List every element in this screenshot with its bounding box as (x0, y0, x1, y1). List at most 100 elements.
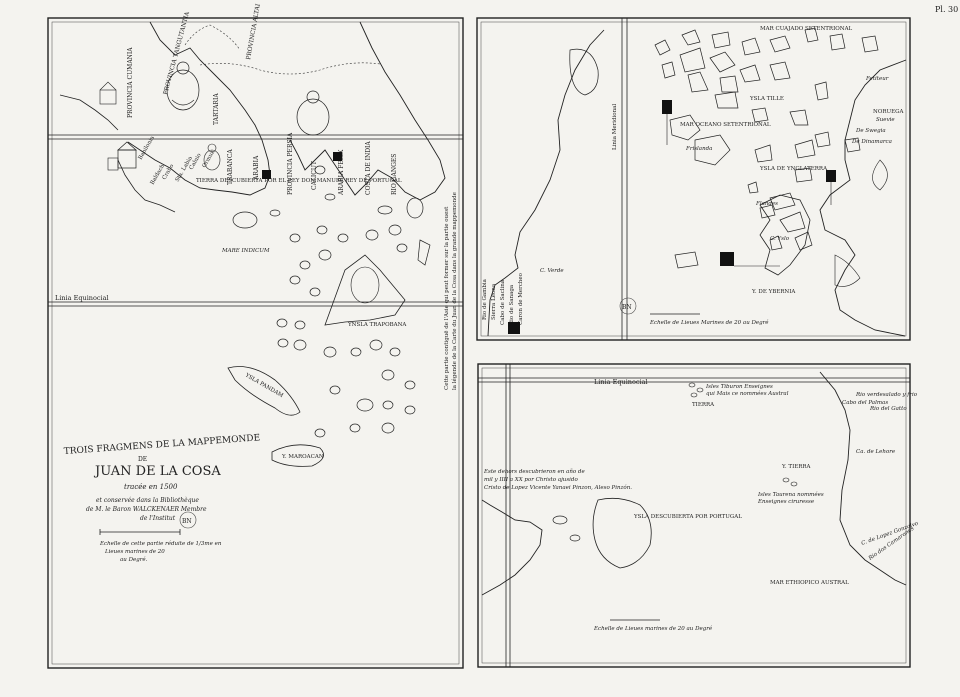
label-costa-india: COSTA DE INDIA (365, 141, 372, 195)
label-mar-congelado: MAR CUAJADO SETENTRIONAL (760, 26, 853, 32)
label-trapobana: YNSLA TRAPOBANA (347, 322, 407, 328)
label-arabia: ARABIA (253, 155, 260, 181)
flag-5 (826, 170, 836, 182)
vertical-note-2: la légende de la Carte du Juan de la Cos… (451, 192, 458, 390)
left-note-3: Cristo de Lopez Vicente Yanaei Pinzon, A… (484, 484, 632, 491)
flag-4 (662, 100, 672, 114)
portugal-island (592, 497, 652, 569)
label-descubierta: YSLA DESCUBIERTA POR PORTUGAL (633, 514, 742, 520)
label-gambia: Rio de Gambia (482, 278, 488, 320)
england-island (759, 194, 811, 276)
svg-text:C. Yslo: C. Yslo (770, 236, 790, 242)
label-mare-indicum: MARE INDICUM (221, 248, 270, 254)
right-label-2: Cabo del Palmas (842, 400, 888, 406)
title-line-1: TROIS FRAGMENS DE LA MAPPEMONDE (64, 433, 261, 457)
flag-1 (262, 170, 271, 179)
label-trabanca: TRABANCA (227, 149, 234, 185)
king-figure-2 (296, 90, 330, 136)
label-sierra: Sierra Leona (491, 283, 497, 320)
king-figure-3 (203, 143, 221, 171)
title-line-5: et conservée dans la Bibliothèque (96, 497, 199, 504)
north-islands (654, 27, 879, 269)
panel-north-atlantic: Linia Meridional C. Verde Rio de Gambia … (476, 17, 911, 341)
africa-coast-south (819, 371, 907, 586)
label-ysla-inglaterra: YSLA DE YNGLATERRA (759, 166, 828, 172)
note-3: Isles Taurena nommées (757, 491, 824, 498)
label-saclina: Cabo de Saclina (500, 279, 506, 325)
indian-ocean-islands (232, 165, 431, 438)
left-note-2: mil y IIII a XX por Christo ajusido (484, 477, 578, 483)
svg-text:BN: BN (622, 304, 632, 311)
title-block: TROIS FRAGMENS DE LA MAPPEMONDE DE JUAN … (64, 433, 261, 563)
city-vignette (99, 81, 137, 171)
vertical-note-1: Cette partie contiguë de l'Asie qui peut… (444, 206, 450, 390)
library-stamp-3: BN (0, 0, 177, 513)
europe-coast (819, 59, 907, 337)
title-line-2: DE (138, 456, 147, 463)
equator-label-1: Linia Equinocial (55, 294, 109, 302)
note-4: Enseignes ciruresse (757, 499, 815, 505)
label-babilonia: Babilonia (138, 135, 157, 161)
label-mercheo: Caron de Mercheo (518, 272, 524, 325)
label-cverde: C. Verde (540, 268, 564, 274)
label-ganges: RIO GANGES (391, 154, 398, 195)
title-line-7: de l'Institut (140, 515, 176, 522)
label-tangut: PROVINCIA TANGUTANTIA (162, 10, 191, 95)
svg-text:Flandes: Flandes (755, 201, 778, 207)
label-maroacan: Y. MAROACAN (281, 454, 324, 460)
asia-coastline (127, 21, 446, 201)
title-line-3: JUAN DE LA COSA (93, 464, 221, 479)
label-cumania: PROVINCIA CUMANIA (127, 47, 134, 118)
library-stamp-2: BN (619, 297, 637, 315)
label-ysla-tille: YSLA TILLE (749, 96, 784, 102)
title-line-6: de M. le Baron WALCKENAER Membre (86, 506, 207, 513)
label-tierra-portugal: TIERRA DESCUBIERTA POR EL REY DON MANUEL… (196, 178, 402, 184)
title-scale-3: au Degré. (120, 556, 148, 563)
label-frislanda: Frislanda (685, 146, 712, 152)
right-label-1: Rio verdesalado y frio (855, 392, 918, 398)
title-scale-1: Echelle de cette partie réduite de 1/3me… (99, 540, 222, 547)
trapobana-island (324, 254, 406, 326)
right-label-4: Rio del Gatto (869, 406, 907, 412)
south-america-coast (481, 499, 543, 596)
atlantic-islands (688, 382, 798, 487)
label-altai: PROVINCIA ALTAI (245, 3, 262, 61)
label-sanaga: Rio de Sanaga (509, 284, 515, 325)
label-ybernia: Y. DE YBERNIA (751, 289, 796, 295)
svg-text:Fetiteur: Fetiteur (865, 76, 889, 82)
flag-6 (720, 252, 734, 266)
king-figure-1 (166, 61, 200, 111)
maroacan-island (271, 444, 324, 467)
plate-number: Pl. 30 (935, 5, 958, 14)
svg-text:De Swegia: De Swegia (855, 128, 886, 134)
flag-3 (508, 322, 520, 334)
label-arabia-felix: ARABIA FELIX (338, 149, 345, 196)
label-calicut: CALICUT (311, 161, 318, 190)
svg-text:BN: BN (182, 518, 192, 525)
library-stamp-1: BN (179, 511, 197, 529)
label-tierra: TIERRA (692, 402, 715, 408)
label-tartaria: TARTARIA (213, 93, 220, 125)
pandam-island (227, 366, 301, 416)
right-label-3: Ca. de Lehore (856, 449, 896, 455)
title-line-4: tracée en 1500 (124, 483, 178, 491)
label-noruega: NORUEGA (873, 109, 905, 115)
flag-2 (333, 152, 342, 161)
note-2: qui Mais ce nommées Austral (706, 390, 789, 397)
label-y-tierra: Y. TIERRA (781, 464, 812, 470)
label-persia: PROVINCIA PERSIA (287, 132, 294, 195)
note-1: Isles Tiburon Enseignes (705, 384, 773, 390)
equator-label-3: Linia Equinocial (594, 378, 648, 386)
label-pandam: YSLA PANDAM (243, 372, 284, 399)
left-note-1: Este dehors descubrieron en año de (483, 468, 585, 475)
svg-text:Suevie: Suevie (876, 117, 895, 123)
label-mar-ethiopico: MAR ETHIOPICO AUSTRAL (770, 580, 849, 586)
europe-labels: Fetiteur De Swegia Suevie De Dinamarca F… (755, 76, 895, 242)
scale-label-3: Echelle de Lieues marines de 20 au Degré (593, 625, 713, 632)
meridional-label: Linia Meridional (612, 104, 618, 150)
panel-asia: Linia Equinocial PROVINCIA CUMANIA PROVI… (47, 3, 464, 669)
scale-label-2: Echelle de Lieues Marines de 20 au Degré (649, 319, 769, 326)
panel-south-atlantic: Linia Equinocial Este dehors descubriero… (477, 363, 920, 668)
svg-text:De Dinamarca: De Dinamarca (851, 139, 892, 145)
